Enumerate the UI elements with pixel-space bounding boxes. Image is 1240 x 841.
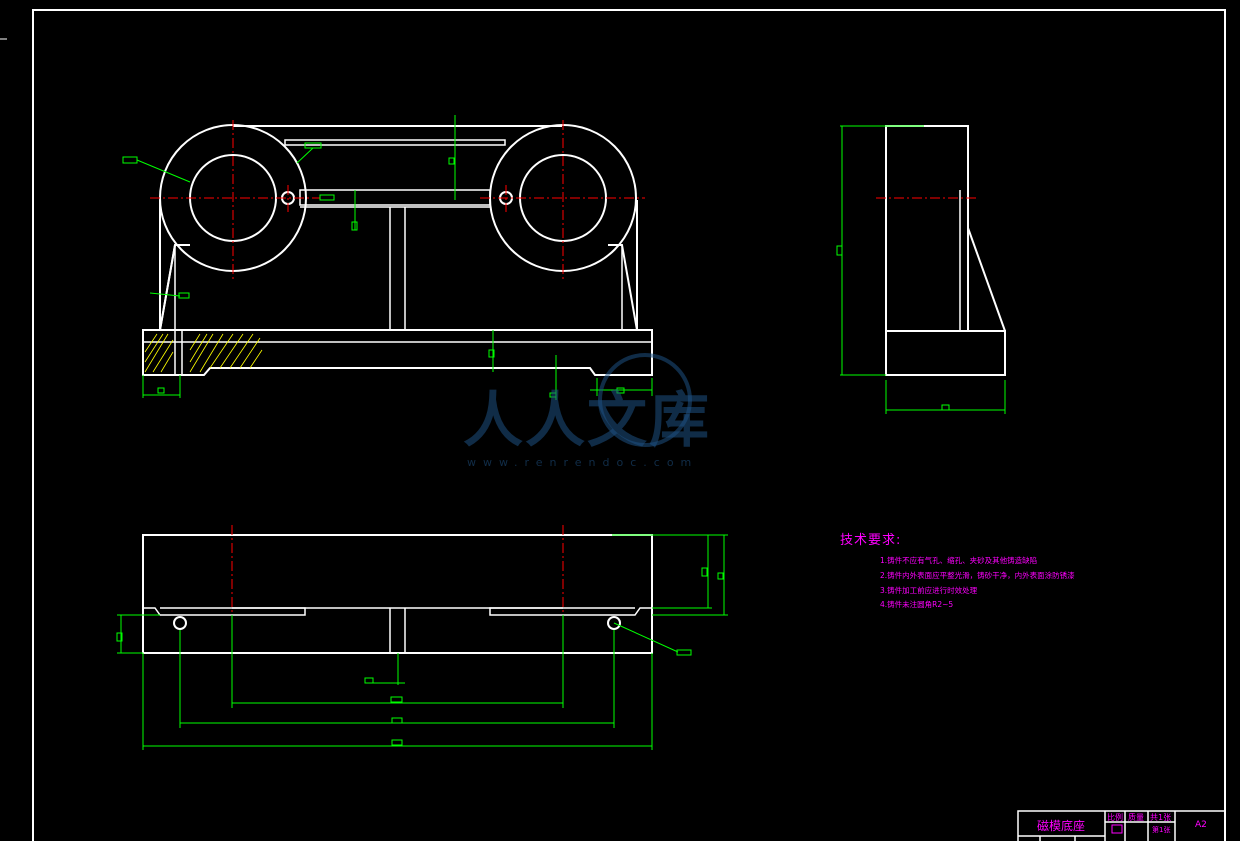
scale-box: [1111, 824, 1123, 834]
front-centerlines: [150, 120, 645, 280]
tech-requirement-4: 4.铸件未注圆角R2~5: [880, 600, 954, 609]
top-view: [142, 534, 653, 654]
drawing-border: [32, 9, 1226, 841]
title-block: [1017, 810, 1226, 841]
top-dimensions: [116, 534, 728, 750]
front-view: [142, 124, 653, 376]
part-name: 磁模底座: [1037, 819, 1086, 833]
side-view: [885, 125, 1006, 376]
tech-requirement-3: 3.铸件加工前应进行时效处理: [880, 586, 978, 595]
watermark-url: www.renrendoc.com: [467, 456, 699, 469]
watermark-text: 人人文库: [463, 386, 711, 456]
sheet-size: A2: [1195, 820, 1207, 830]
header-weight: 质量: [1128, 813, 1144, 822]
sheet-number: 第1张: [1152, 826, 1171, 834]
tech-requirements-title: 技术要求:: [840, 533, 902, 548]
section-hatch: [144, 333, 263, 373]
front-dimensions: [122, 115, 653, 400]
tech-requirement-1: 1.铸件不应有气孔、缩孔、夹砂及其他铸造缺陷: [880, 556, 1038, 565]
header-sheets: 共1张: [1150, 813, 1172, 822]
front-base-outline: [142, 329, 653, 376]
top-centerlines: [231, 525, 564, 620]
watermark-circle: [598, 353, 692, 447]
header-scale: 比例: [1107, 813, 1123, 822]
tech-requirement-2: 2.铸件内外表面应平整光滑，铸砂干净，内外表面涂防锈漆: [880, 571, 1075, 580]
side-dimensions: [836, 125, 1006, 414]
